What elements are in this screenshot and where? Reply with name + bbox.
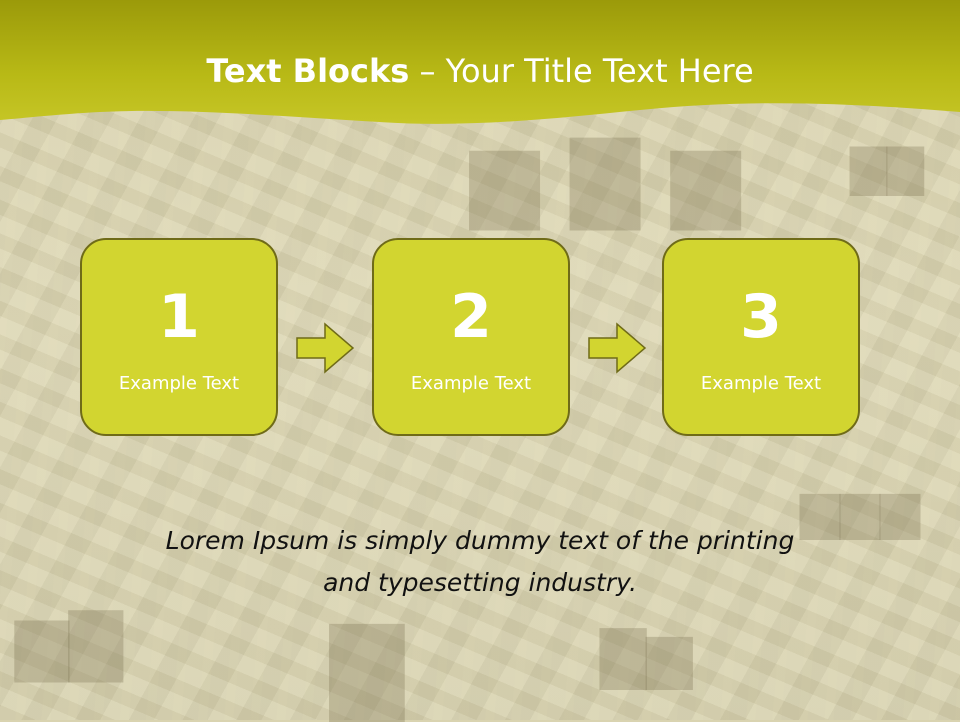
step-box-2: 2 Example Text: [372, 238, 570, 436]
step-label: Example Text: [118, 373, 240, 394]
step-box-3: 3 Example Text: [662, 238, 860, 436]
title-bold: Text Blocks: [206, 52, 410, 90]
step-label: Example Text: [410, 373, 532, 394]
step-number: 1: [158, 282, 200, 352]
header-band: Text Blocks – Your Title Text Here: [0, 0, 960, 135]
body-text: Lorem Ipsum is simply dummy text of the …: [80, 520, 880, 604]
body-line-1: Lorem Ipsum is simply dummy text of the …: [165, 526, 795, 555]
right-arrow-icon: [296, 322, 355, 374]
header-wave: [0, 0, 960, 124]
step-number: 3: [740, 282, 782, 352]
step-number: 2: [450, 282, 492, 352]
body-line-2: and typesetting industry.: [323, 568, 637, 597]
title-rest: – Your Title Text Here: [409, 52, 754, 90]
page-title: Text Blocks – Your Title Text Here: [0, 52, 960, 90]
right-arrow-icon: [588, 322, 647, 374]
step-label: Example Text: [700, 373, 822, 394]
step-box-1: 1 Example Text: [80, 238, 278, 436]
